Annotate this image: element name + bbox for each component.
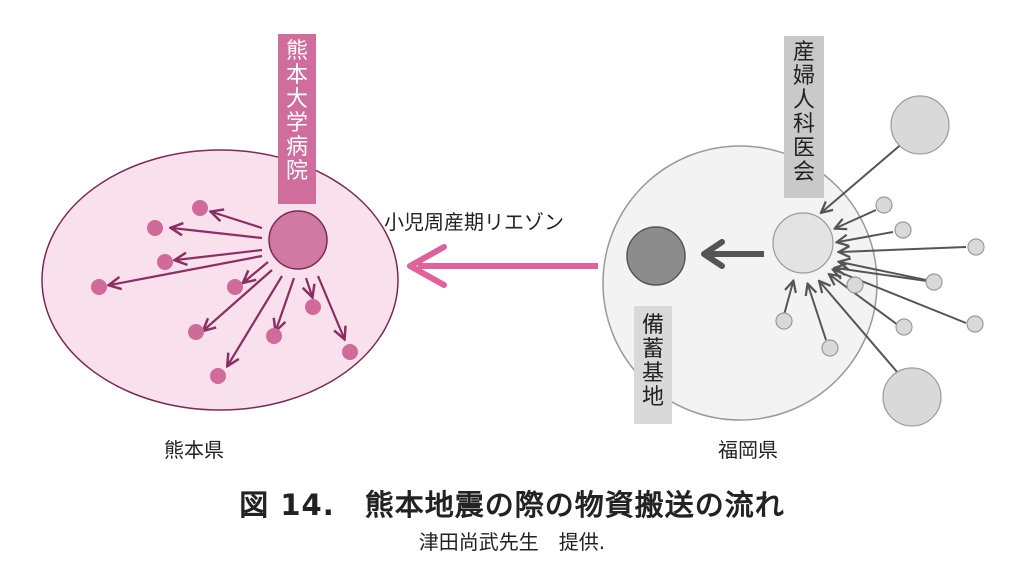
figure-credit: 津田尚武先生 提供. (418, 530, 606, 554)
fukuoka-source-dots (775, 95, 985, 427)
obgyn-association-hub (772, 212, 834, 274)
transfer-arrow (407, 244, 598, 288)
fukuoka-collection-arrows (783, 141, 967, 381)
fukuoka-prefecture-label: 福岡県 (718, 438, 778, 462)
kumamoto-university-hospital-label: 熊本大学病院 (278, 34, 316, 204)
kumamoto-distribution-arrows (110, 212, 344, 365)
stockpile-base-dot (626, 226, 686, 286)
stockpile-base-label: 備蓄基地 (634, 306, 672, 424)
hub-to-stockpile-arrow (701, 239, 764, 269)
obgyn-association-label: 産婦人科医会 (784, 36, 824, 198)
pediatric-perinatal-liaison-label: 小児周産期リエゾン (384, 210, 564, 234)
kumamoto-university-hospital-hub (268, 210, 328, 270)
kumamoto-hospital-dots (91, 200, 358, 384)
figure-title: 図 14. 熊本地震の際の物資搬送の流れ (239, 488, 785, 522)
kumamoto-prefecture-label: 熊本県 (164, 438, 224, 462)
